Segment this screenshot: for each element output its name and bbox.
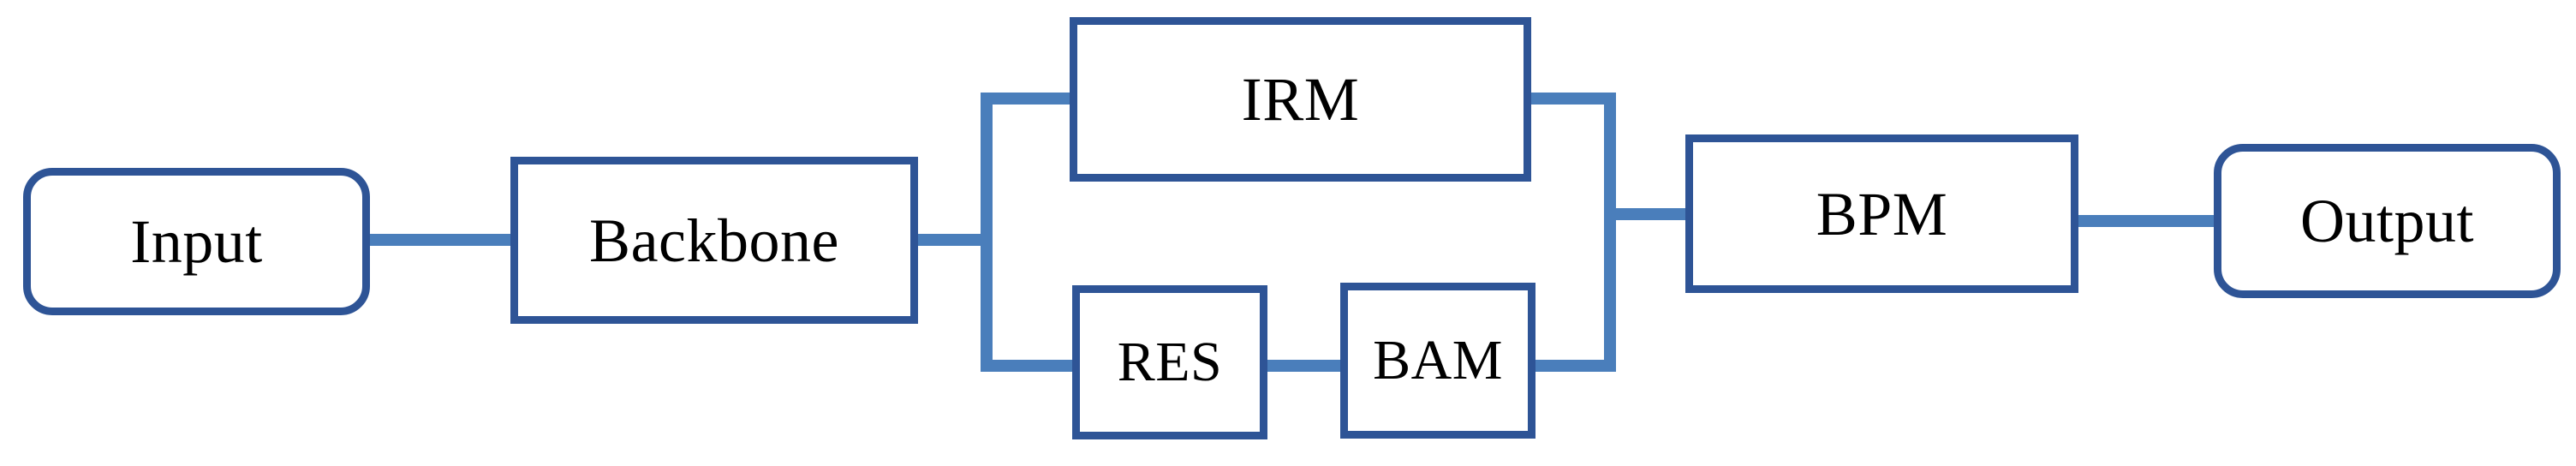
node-input-label: Input (130, 207, 263, 276)
node-backbone-label: Backbone (589, 206, 839, 275)
node-res[interactable]: RES (1072, 285, 1267, 439)
node-output-label: Output (2299, 187, 2474, 255)
edge-bpm-to-output (2073, 215, 2219, 227)
node-irm[interactable]: IRM (1070, 17, 1531, 182)
edge-merge-to-bpm (1604, 208, 1690, 220)
node-bpm[interactable]: BPM (1685, 134, 2078, 293)
node-output[interactable]: Output (2214, 144, 2561, 298)
node-input[interactable]: Input (23, 168, 370, 315)
edge-merge-vertical-trunk (1604, 99, 1616, 372)
edge-split-vertical-trunk (981, 99, 993, 372)
edge-input-to-backbone (365, 234, 516, 246)
node-irm-label: IRM (1241, 65, 1360, 134)
edge-split-to-irm (981, 93, 1076, 105)
node-bpm-label: BPM (1816, 179, 1948, 248)
edge-split-to-res (981, 360, 1079, 372)
edge-res-to-bam (1262, 360, 1345, 372)
edge-backbone-to-split (913, 234, 993, 246)
edge-irm-to-merge (1526, 93, 1616, 105)
node-res-label: RES (1117, 331, 1223, 393)
edge-bam-to-merge (1530, 360, 1616, 372)
node-bam[interactable]: BAM (1340, 283, 1535, 439)
node-bam-label: BAM (1373, 329, 1503, 391)
node-backbone[interactable]: Backbone (510, 157, 918, 324)
